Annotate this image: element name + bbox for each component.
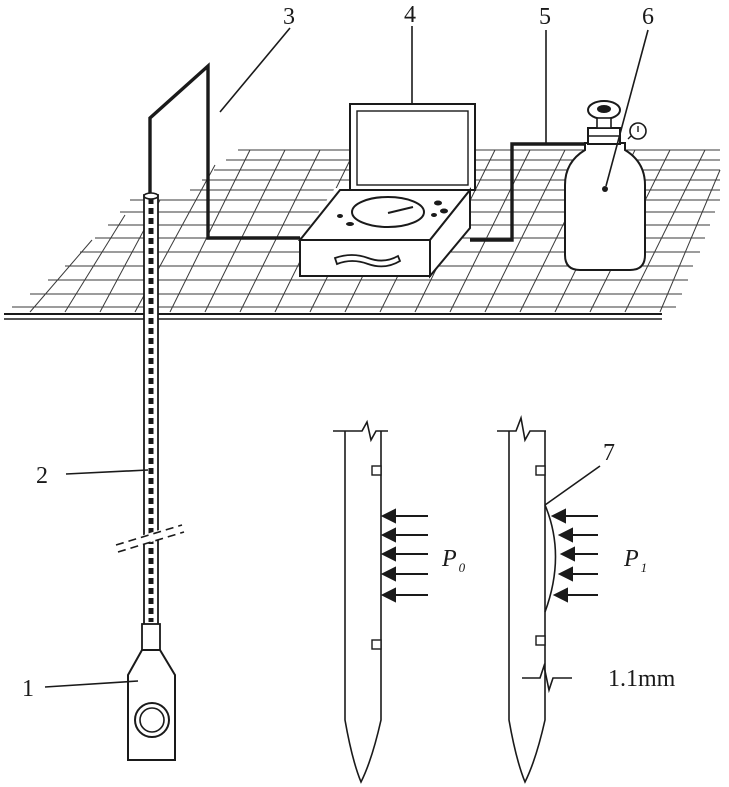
pressure-arrows-p1: [550, 508, 598, 603]
blade-p0: [333, 419, 428, 784]
leader-lines: [44, 26, 649, 688]
gas-tube: [470, 142, 586, 242]
expanded-membrane: [544, 504, 557, 613]
blade-p1: [497, 415, 601, 784]
dilatometer-probe: [127, 623, 176, 761]
label-6: 6: [642, 4, 654, 30]
control-unit: [297, 103, 476, 279]
label-1: 1: [22, 676, 34, 702]
label-3: 3: [283, 4, 295, 30]
label-4: 4: [404, 2, 416, 28]
gas-bottle: [564, 100, 647, 271]
connecting-tube: [148, 62, 300, 240]
pressure-arrows-p0: [380, 508, 428, 603]
label-2: 2: [36, 463, 48, 489]
label-7: 7: [603, 440, 615, 466]
label-5: 5: [539, 4, 551, 30]
label-displacement: 1.1mm: [608, 666, 676, 692]
probe-rod: [115, 192, 185, 626]
